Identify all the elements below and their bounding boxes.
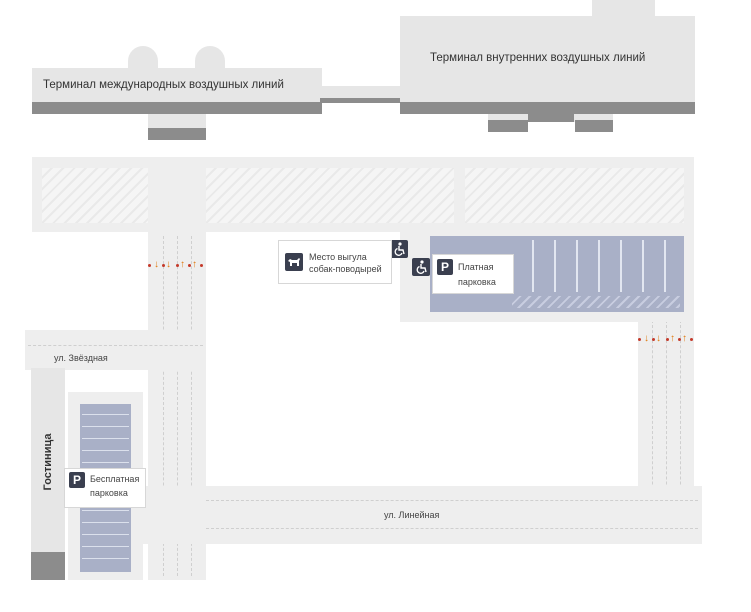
parking-icon: P [437, 259, 453, 275]
domestic-terminal-wing-shadow-mid [528, 110, 574, 122]
zvezdnaya-street [25, 330, 206, 370]
domestic-terminal[interactable] [400, 16, 695, 104]
international-terminal-label: Терминал международных воздушных линий [43, 79, 284, 91]
left-road-lane-3 [191, 236, 192, 576]
hatched-zone-right [465, 168, 684, 223]
free-parking-label-line2: парковка [90, 488, 128, 498]
paid-parking-label-line1: Платная [458, 262, 494, 272]
parking-icon: P [69, 472, 85, 488]
paid-parking-label-line2: парковка [458, 277, 496, 287]
zvezdnaya-lane [28, 345, 203, 346]
right-road-lane-2 [666, 320, 667, 540]
right-road-lane-3 [680, 320, 681, 540]
hotel-building[interactable] [31, 368, 65, 580]
dog-area-label-line2: собак-поводырей [309, 264, 382, 274]
hotel-shadow [31, 552, 65, 580]
paid-parking-bottom-hatch [512, 296, 680, 308]
domestic-terminal-label: Терминал внутренних воздушных линий [430, 52, 646, 64]
wheelchair-icon[interactable] [390, 240, 408, 258]
terminal-connector-shadow [320, 98, 402, 103]
entry-arrow-icon: ↓ ↓ ↑ ↑ [148, 258, 206, 272]
zvezdnaya-street-label: ул. Звёздная [54, 353, 108, 363]
lineynaya-street [140, 486, 702, 544]
dog-icon [285, 253, 303, 271]
lineynaya-lane-2 [206, 528, 698, 529]
international-terminal-shadow [32, 102, 322, 114]
domestic-terminal-shadow [400, 102, 695, 114]
hatched-zone-middle [206, 168, 454, 223]
left-road-lane-1 [163, 236, 164, 576]
domestic-terminal-wing-shadow-left [488, 120, 528, 132]
right-road-lane-1 [652, 320, 653, 540]
international-terminal-annex [148, 112, 206, 130]
lineynaya-lane-1 [206, 500, 698, 501]
wheelchair-icon[interactable] [412, 258, 430, 276]
left-road-lane-2 [177, 236, 178, 576]
free-parking-label-line1: Бесплатная [90, 474, 140, 484]
paid-parking-stalls [512, 240, 680, 292]
entry-arrow-icon: ↓ ↓ ↑ ↑ [638, 332, 696, 346]
hatched-zone-left [42, 168, 148, 223]
domestic-terminal-wing-shadow-right [575, 120, 613, 132]
domestic-terminal-tower [592, 0, 655, 20]
hotel-label: Гостиница [42, 433, 54, 491]
dog-area-label-line1: Место выгула [309, 252, 367, 262]
lineynaya-street-label: ул. Линейная [384, 510, 440, 520]
international-terminal-tower-right [195, 46, 225, 70]
international-terminal-annex-shadow [148, 128, 206, 140]
international-terminal-tower-left [128, 46, 158, 70]
